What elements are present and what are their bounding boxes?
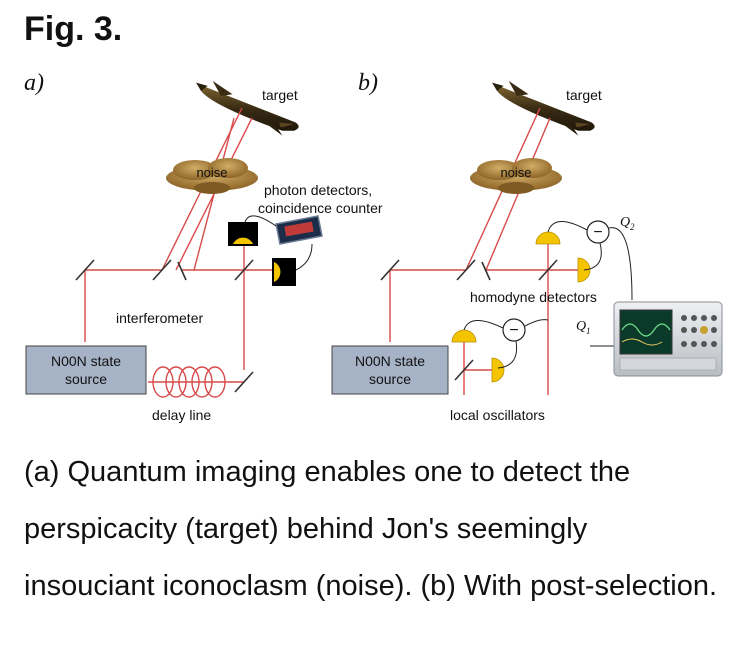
oscilloscope-icon bbox=[613, 301, 723, 377]
homodyne-detector-top-icon bbox=[535, 231, 561, 245]
figure-caption: (a) Quantum imaging enables one to detec… bbox=[24, 456, 718, 602]
noise-label: noise bbox=[196, 165, 227, 180]
target-label: target bbox=[566, 87, 602, 103]
subtractor-lower-sign: − bbox=[509, 322, 518, 339]
subtractor-upper-icon bbox=[586, 220, 610, 244]
q1-label: Q bbox=[576, 319, 586, 334]
source-label-line1: N00N state bbox=[355, 353, 425, 369]
source-label-line2: source bbox=[65, 371, 107, 387]
homodyne-cables-upper bbox=[547, 221, 633, 301]
q2-subscript: 2 bbox=[630, 222, 635, 232]
subtractor-lower-icon bbox=[502, 318, 526, 342]
homodyne-detector-lower-top-icon bbox=[451, 329, 477, 343]
source-label-line1: N00N state bbox=[51, 353, 121, 369]
delay-line-coil bbox=[152, 366, 226, 398]
panel-a-diagram: target noise bbox=[25, 80, 383, 423]
homodyne-cables-lower bbox=[463, 319, 614, 369]
q2-label: Q bbox=[620, 215, 630, 230]
source-label-line2: source bbox=[369, 371, 411, 387]
optics-diagram: target noise bbox=[25, 80, 723, 423]
figure-title: Fig. 3. bbox=[24, 10, 123, 48]
panel-a-label: a) bbox=[24, 70, 44, 96]
coincidence-counter-icon bbox=[275, 215, 323, 245]
q1-subscript: 1 bbox=[586, 326, 591, 336]
detectors-label-line1: photon detectors, bbox=[264, 182, 372, 198]
subtractor-upper-sign: − bbox=[593, 224, 602, 241]
noise-cloud bbox=[470, 158, 562, 194]
interferometer-label: interferometer bbox=[116, 310, 203, 326]
detectors-label-line2: coincidence counter bbox=[258, 200, 383, 216]
detector-cables bbox=[244, 215, 313, 271]
delay-line-label: delay line bbox=[152, 407, 211, 423]
photon-detector-right-icon bbox=[272, 258, 296, 286]
noon-source-box bbox=[25, 345, 147, 395]
noise-label: noise bbox=[500, 165, 531, 180]
homodyne-label: homodyne detectors bbox=[470, 289, 597, 305]
panel-b-diagram: target noise − bbox=[331, 80, 723, 423]
local-oscillators-label: local oscillators bbox=[450, 407, 545, 423]
mirrors bbox=[75, 259, 254, 393]
mirrors bbox=[380, 259, 558, 381]
noon-source-box bbox=[331, 345, 449, 395]
target-label: target bbox=[262, 87, 298, 103]
noise-cloud bbox=[166, 158, 258, 194]
panel-b-label: b) bbox=[358, 70, 378, 96]
homodyne-detector-lower-right-icon bbox=[491, 357, 505, 383]
photon-detector-top-icon bbox=[228, 222, 258, 246]
